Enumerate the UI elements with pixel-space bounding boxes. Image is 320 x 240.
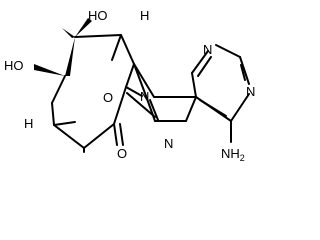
atom-label-h-top: H	[140, 8, 149, 23]
atom-label-n1: N	[246, 84, 255, 99]
atom-label-ho-left: HO	[4, 58, 24, 73]
atom-label-n7: N	[164, 136, 173, 151]
atom-labels: HO HO H H O N N N N O NH2	[4, 8, 255, 163]
atom-label-o-bridge: O	[103, 90, 113, 105]
molecule-structure: HO HO H H O N N N N O NH2	[4, 8, 255, 163]
atom-label-o-carbonyl: O	[117, 146, 127, 161]
stereo-wedges	[34, 18, 143, 97]
atom-label-h-left: H	[24, 116, 33, 131]
atom-label-nh2: NH2	[221, 146, 245, 163]
purine-bonds	[126, 44, 250, 143]
atom-label-n9: N	[140, 89, 149, 104]
atom-label-n3: N	[203, 42, 212, 57]
sugar-ring-bonds	[51, 34, 135, 153]
atom-label-ho-top: HO	[88, 8, 108, 23]
